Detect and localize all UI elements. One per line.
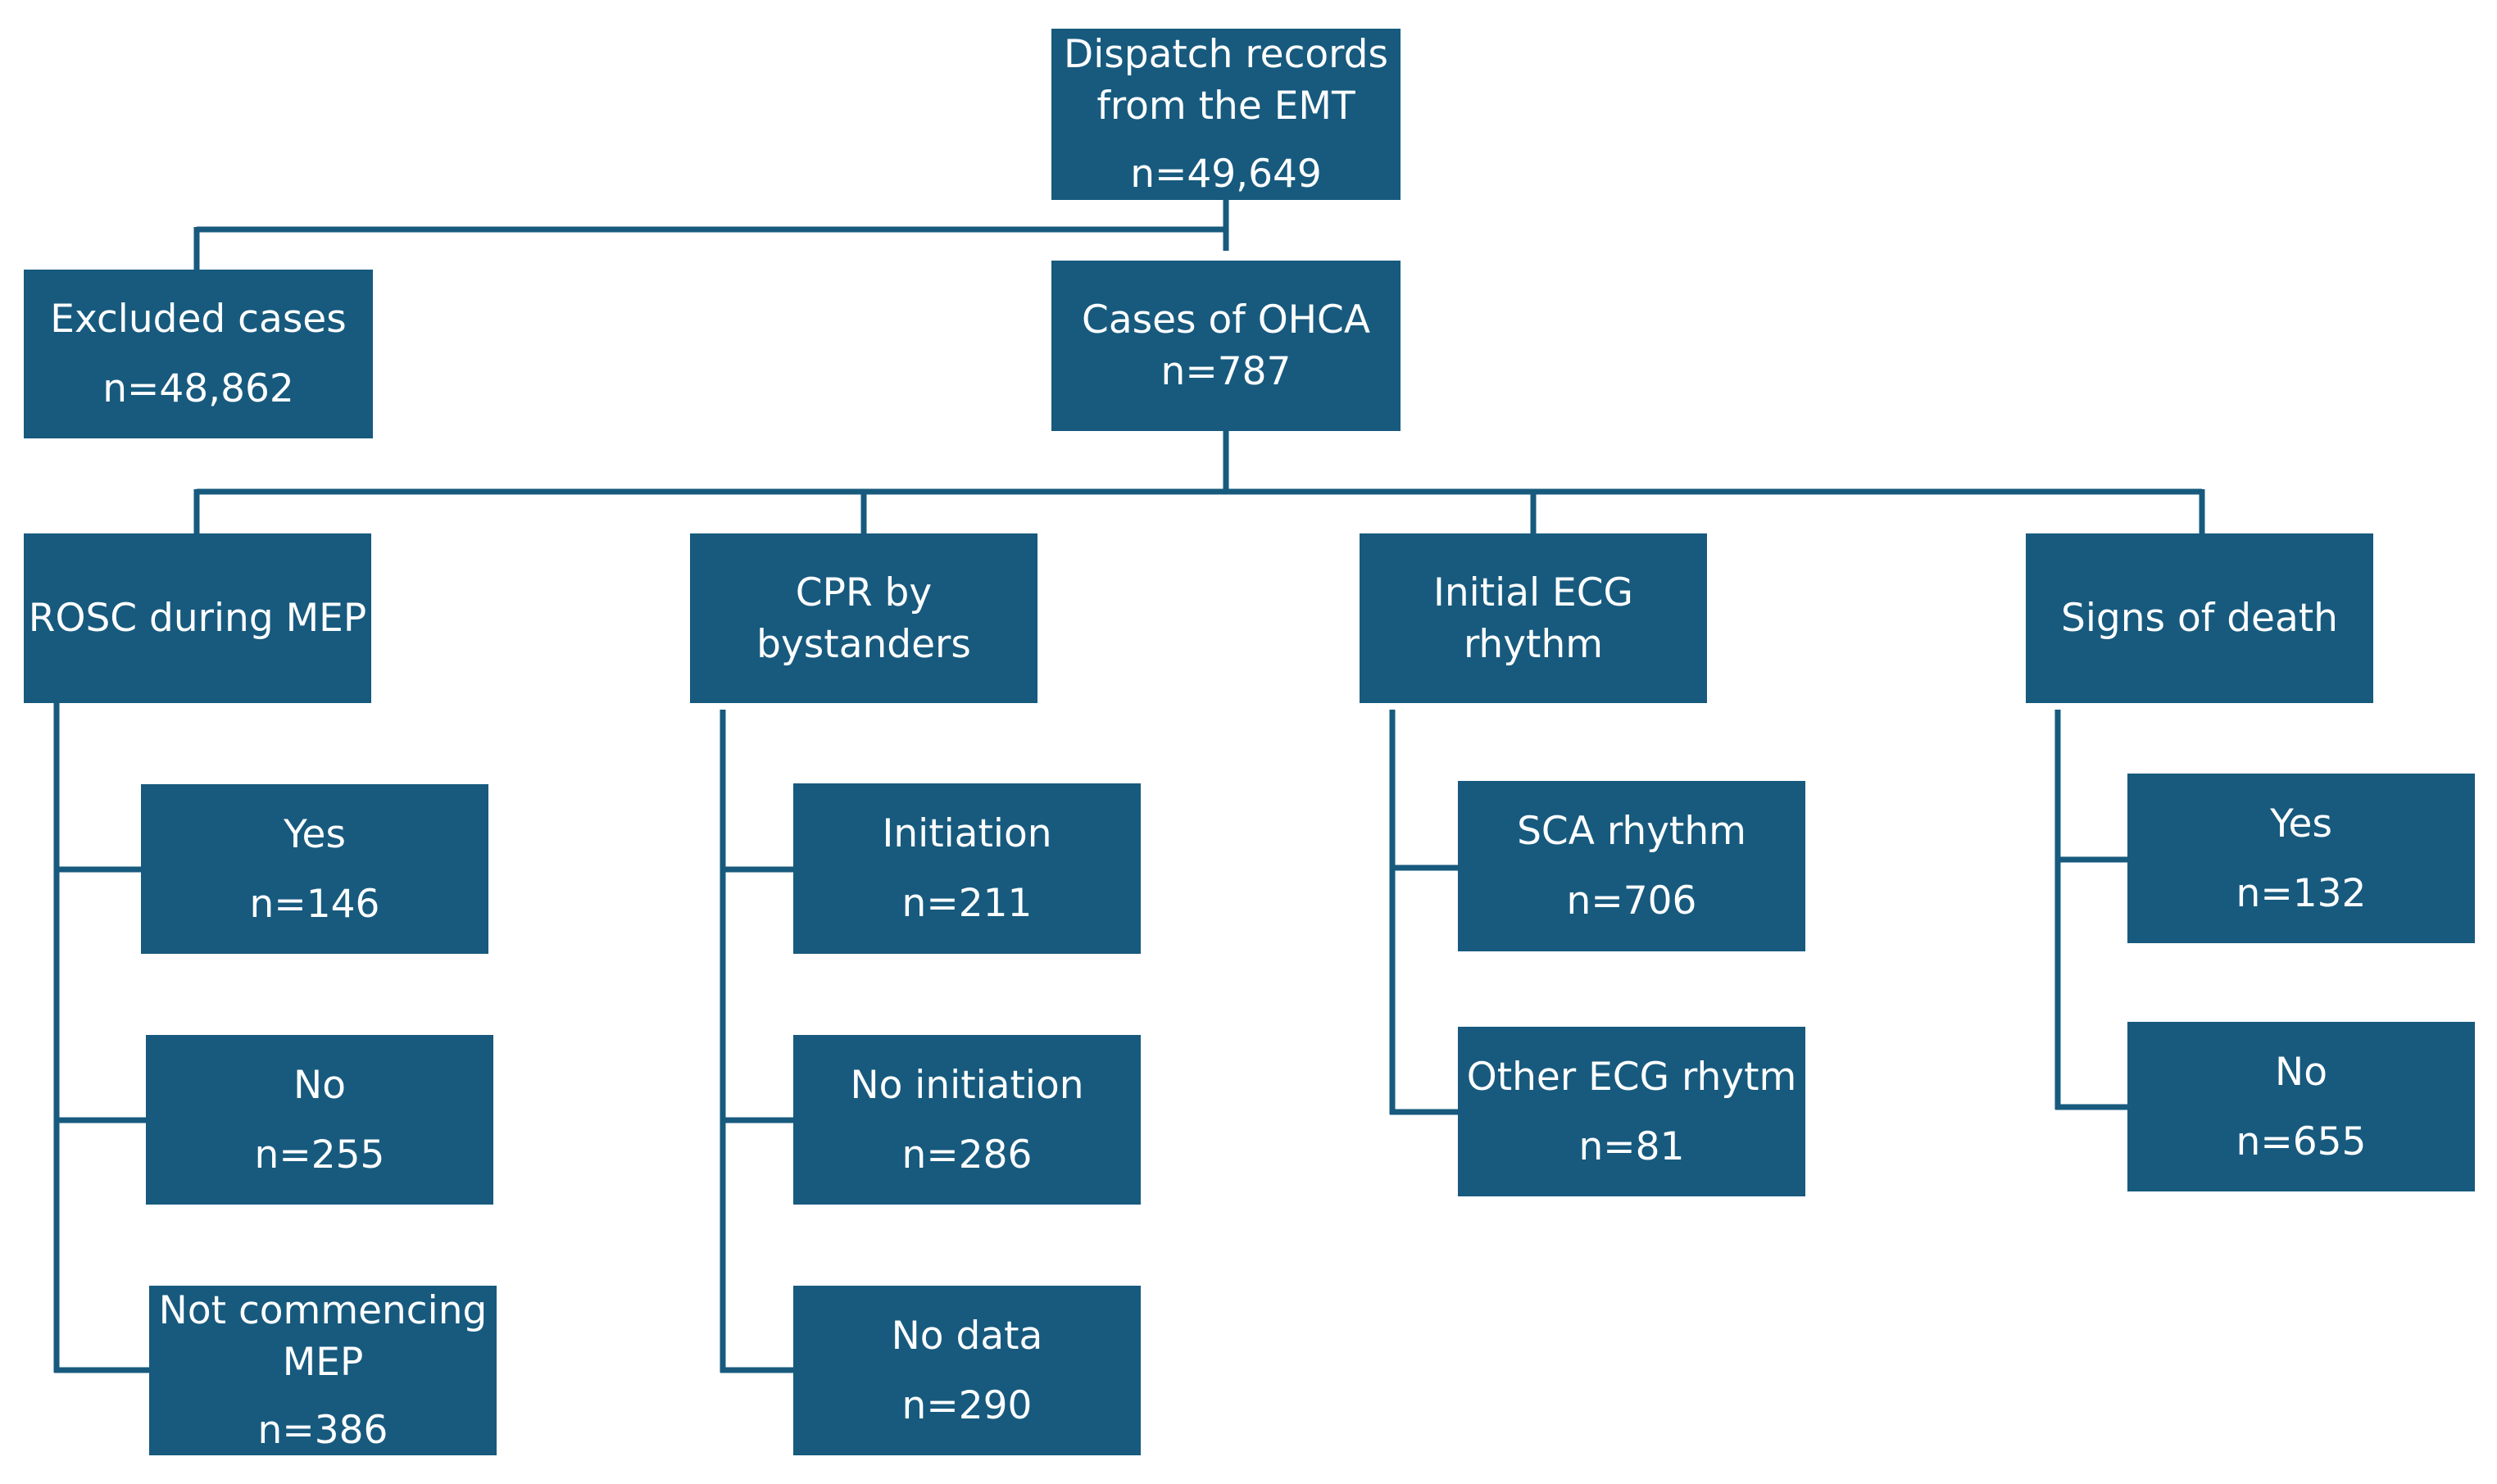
dispatch-records-box: Dispatch records from the EMT n=49,649 [1051, 29, 1401, 200]
rosc-no-title: No [293, 1062, 346, 1108]
death-yes-box: Yes n=132 [2127, 774, 2475, 943]
ohca-cases-count: n=787 [1160, 349, 1292, 394]
dispatch-records-title-line1: Dispatch records [1064, 32, 1388, 77]
rosc-no-box: No n=255 [146, 1035, 493, 1205]
rosc-not-commencing-box: Not commencing MEP n=386 [149, 1286, 497, 1455]
cpr-by-bystanders-title-line1: CPR by [795, 570, 933, 615]
excluded-cases-box: Excluded cases n=48,862 [24, 270, 373, 438]
signs-of-death-title: Signs of death [2061, 596, 2338, 641]
cpr-by-bystanders-title-line2: bystanders [756, 621, 971, 667]
death-yes-title: Yes [2270, 801, 2332, 846]
ecg-other-rhythm-count: n=81 [1578, 1123, 1685, 1169]
ecg-sca-rhythm-title: SCA rhythm [1517, 809, 1746, 854]
initial-ecg-rhythm-box: Initial ECG rhythm [1360, 533, 1707, 703]
rosc-during-mep-title: ROSC during MEP [28, 596, 367, 641]
ecg-other-rhythm-title: Other ECG rhytm [1466, 1054, 1797, 1100]
ohca-cases-title: Cases of OHCA [1082, 297, 1370, 343]
rosc-yes-title: Yes [284, 811, 346, 857]
cpr-no-initiation-box: No initiation n=286 [793, 1035, 1141, 1205]
initial-ecg-rhythm-title-line1: Initial ECG [1433, 570, 1633, 615]
cpr-initiation-title: Initiation [882, 811, 1052, 856]
excluded-cases-title: Excluded cases [50, 297, 347, 342]
death-yes-count: n=132 [2236, 870, 2367, 916]
ohca-cases-box: Cases of OHCA n=787 [1051, 261, 1401, 431]
cpr-initiation-box: Initiation n=211 [793, 783, 1141, 954]
ecg-sca-rhythm-box: SCA rhythm n=706 [1458, 781, 1805, 951]
rosc-no-count: n=255 [254, 1132, 385, 1178]
death-no-count: n=655 [2236, 1119, 2367, 1164]
death-no-box: No n=655 [2127, 1022, 2475, 1191]
initial-ecg-rhythm-title-line2: rhythm [1463, 621, 1604, 667]
cpr-initiation-count: n=211 [901, 881, 1033, 926]
cpr-no-initiation-count: n=286 [901, 1132, 1033, 1178]
cpr-by-bystanders-box: CPR by bystanders [690, 533, 1037, 703]
signs-of-death-box: Signs of death [2026, 533, 2373, 703]
excluded-cases-count: n=48,862 [102, 366, 294, 411]
dispatch-records-count: n=49,649 [1130, 152, 1322, 197]
ecg-sca-rhythm-count: n=706 [1566, 878, 1697, 924]
cpr-no-data-count: n=290 [901, 1382, 1033, 1428]
rosc-not-commencing-count: n=386 [257, 1408, 388, 1453]
rosc-yes-box: Yes n=146 [141, 784, 488, 954]
rosc-not-commencing-title-line1: Not commencing [158, 1288, 488, 1333]
rosc-yes-count: n=146 [249, 881, 380, 927]
death-no-title: No [2275, 1049, 2327, 1095]
dispatch-records-title-line2: from the EMT [1096, 84, 1355, 129]
rosc-not-commencing-title-line2: MEP [282, 1340, 364, 1385]
cpr-no-initiation-title: No initiation [850, 1062, 1084, 1108]
ecg-other-rhythm-box: Other ECG rhytm n=81 [1458, 1027, 1805, 1196]
rosc-during-mep-box: ROSC during MEP [24, 533, 371, 703]
cpr-no-data-title: No data [891, 1313, 1043, 1359]
cpr-no-data-box: No data n=290 [793, 1286, 1141, 1455]
